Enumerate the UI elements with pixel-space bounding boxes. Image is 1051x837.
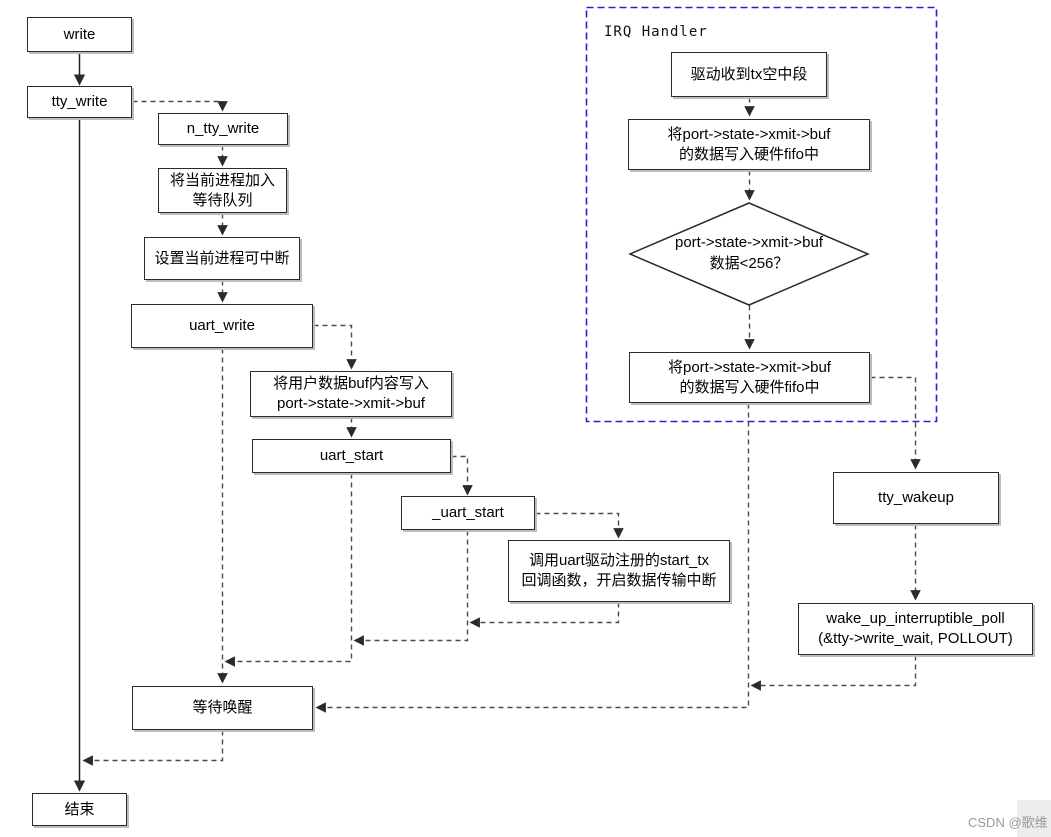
watermark: CSDN @歌维 (968, 815, 1048, 830)
node-uart-write-label: uart_write (189, 317, 255, 335)
node-start-tx: 调用uart驱动注册的start_tx 回调函数，开启数据传输中断 (508, 540, 730, 602)
node-end-label: 结束 (64, 800, 95, 818)
node-tty-wakeup: tty_wakeup (833, 472, 999, 524)
irq-handler-label: IRQ Handler (604, 24, 708, 40)
node-decision: port->state->xmit->buf 数据<256？ (639, 232, 859, 274)
connector-uart-start-return (224, 473, 353, 667)
node-end: 结束 (32, 793, 127, 826)
node-n-tty-write-label: n_tty_write (186, 120, 260, 138)
connector-write-fifo-2-to-tty-wakeup (870, 376, 921, 470)
node-uart-start-label: uart_start (319, 447, 384, 465)
node-write-fifo-2-line1: 将port->state->xmit->buf (668, 358, 831, 376)
node-add-wait-queue-line2: 等待队列 (192, 191, 253, 209)
connector-irq-to-wait-wakeup (315, 403, 750, 713)
node-tty-write: tty_write (27, 86, 132, 118)
node-wake-up-poll-line2: (&tty->write_wait, POLLOUT) (818, 630, 1013, 647)
node-uart-start-inner: _uart_start (401, 496, 535, 530)
node-write: write (27, 17, 132, 52)
connector-tty-write-to-n-tty-write (132, 100, 228, 112)
node-write-fifo-2: 将port->state->xmit->buf 的数据写入硬件fifo中 (629, 352, 870, 403)
connector-uart-start-to-uart-start-inner (451, 455, 473, 496)
node-wake-up-poll-line1: wake_up_interruptible_poll (826, 610, 1005, 628)
node-write-fifo-1-line2: 的数据写入硬件fifo中 (678, 145, 819, 163)
node-tty-wakeup-label: tty_wakeup (878, 489, 954, 507)
connector-uart-start-inner-to-start-tx (535, 512, 624, 539)
node-irq-receive: 驱动收到tx空中段 (671, 52, 827, 97)
node-irq-receive-label: 驱动收到tx空中段 (690, 65, 808, 83)
node-start-tx-line2: 回调函数，开启数据传输中断 (521, 572, 717, 589)
connector-wait-wakeup-return (82, 730, 224, 766)
decision-diamond-shape (628, 202, 870, 306)
irq-handler-container (585, 6, 938, 423)
node-wait-wakeup: 等待唤醒 (132, 686, 313, 730)
node-write-user-buf: 将用户数据buf内容写入 port->state->xmit->buf (250, 371, 452, 417)
connector-wake-up-poll-return (750, 655, 917, 691)
node-set-interruptible: 设置当前进程可中断 (144, 237, 300, 280)
node-write-fifo-1-line1: 将port->state->xmit->buf (667, 125, 831, 143)
node-write-fifo-2-line2: 的数据写入硬件fifo中 (679, 378, 820, 396)
node-wait-wakeup-label: 等待唤醒 (192, 699, 253, 717)
connector-uart-start-inner-return (353, 530, 469, 646)
node-set-interruptible-label: 设置当前进程可中断 (154, 249, 290, 267)
node-uart-write: uart_write (131, 304, 313, 348)
connector-uart-write-to-write-user-buf (313, 324, 357, 370)
node-add-wait-queue: 将当前进程加入 等待队列 (158, 168, 287, 213)
connector-start-tx-return (469, 602, 620, 628)
node-write-user-buf-line2: port->state->xmit->buf (277, 395, 425, 412)
node-decision-line2: 数据<256？ (709, 255, 789, 272)
node-uart-start: uart_start (252, 439, 451, 473)
node-uart-start-inner-label: _uart_start (432, 504, 504, 522)
node-tty-write-label: tty_write (51, 93, 108, 111)
node-add-wait-queue-line1: 将当前进程加入 (169, 171, 275, 189)
node-decision-line1: port->state->xmit->buf (675, 234, 823, 251)
node-write-user-buf-line1: 将用户数据buf内容写入 (273, 375, 429, 393)
node-write-fifo-1: 将port->state->xmit->buf 的数据写入硬件fifo中 (628, 119, 870, 170)
watermark-patch (1017, 800, 1051, 837)
node-n-tty-write: n_tty_write (158, 113, 288, 145)
node-start-tx-line1: 调用uart驱动注册的start_tx (528, 552, 710, 570)
node-wake-up-poll: wake_up_interruptible_poll (&tty->write_… (798, 603, 1033, 655)
node-write-label: write (63, 25, 96, 43)
